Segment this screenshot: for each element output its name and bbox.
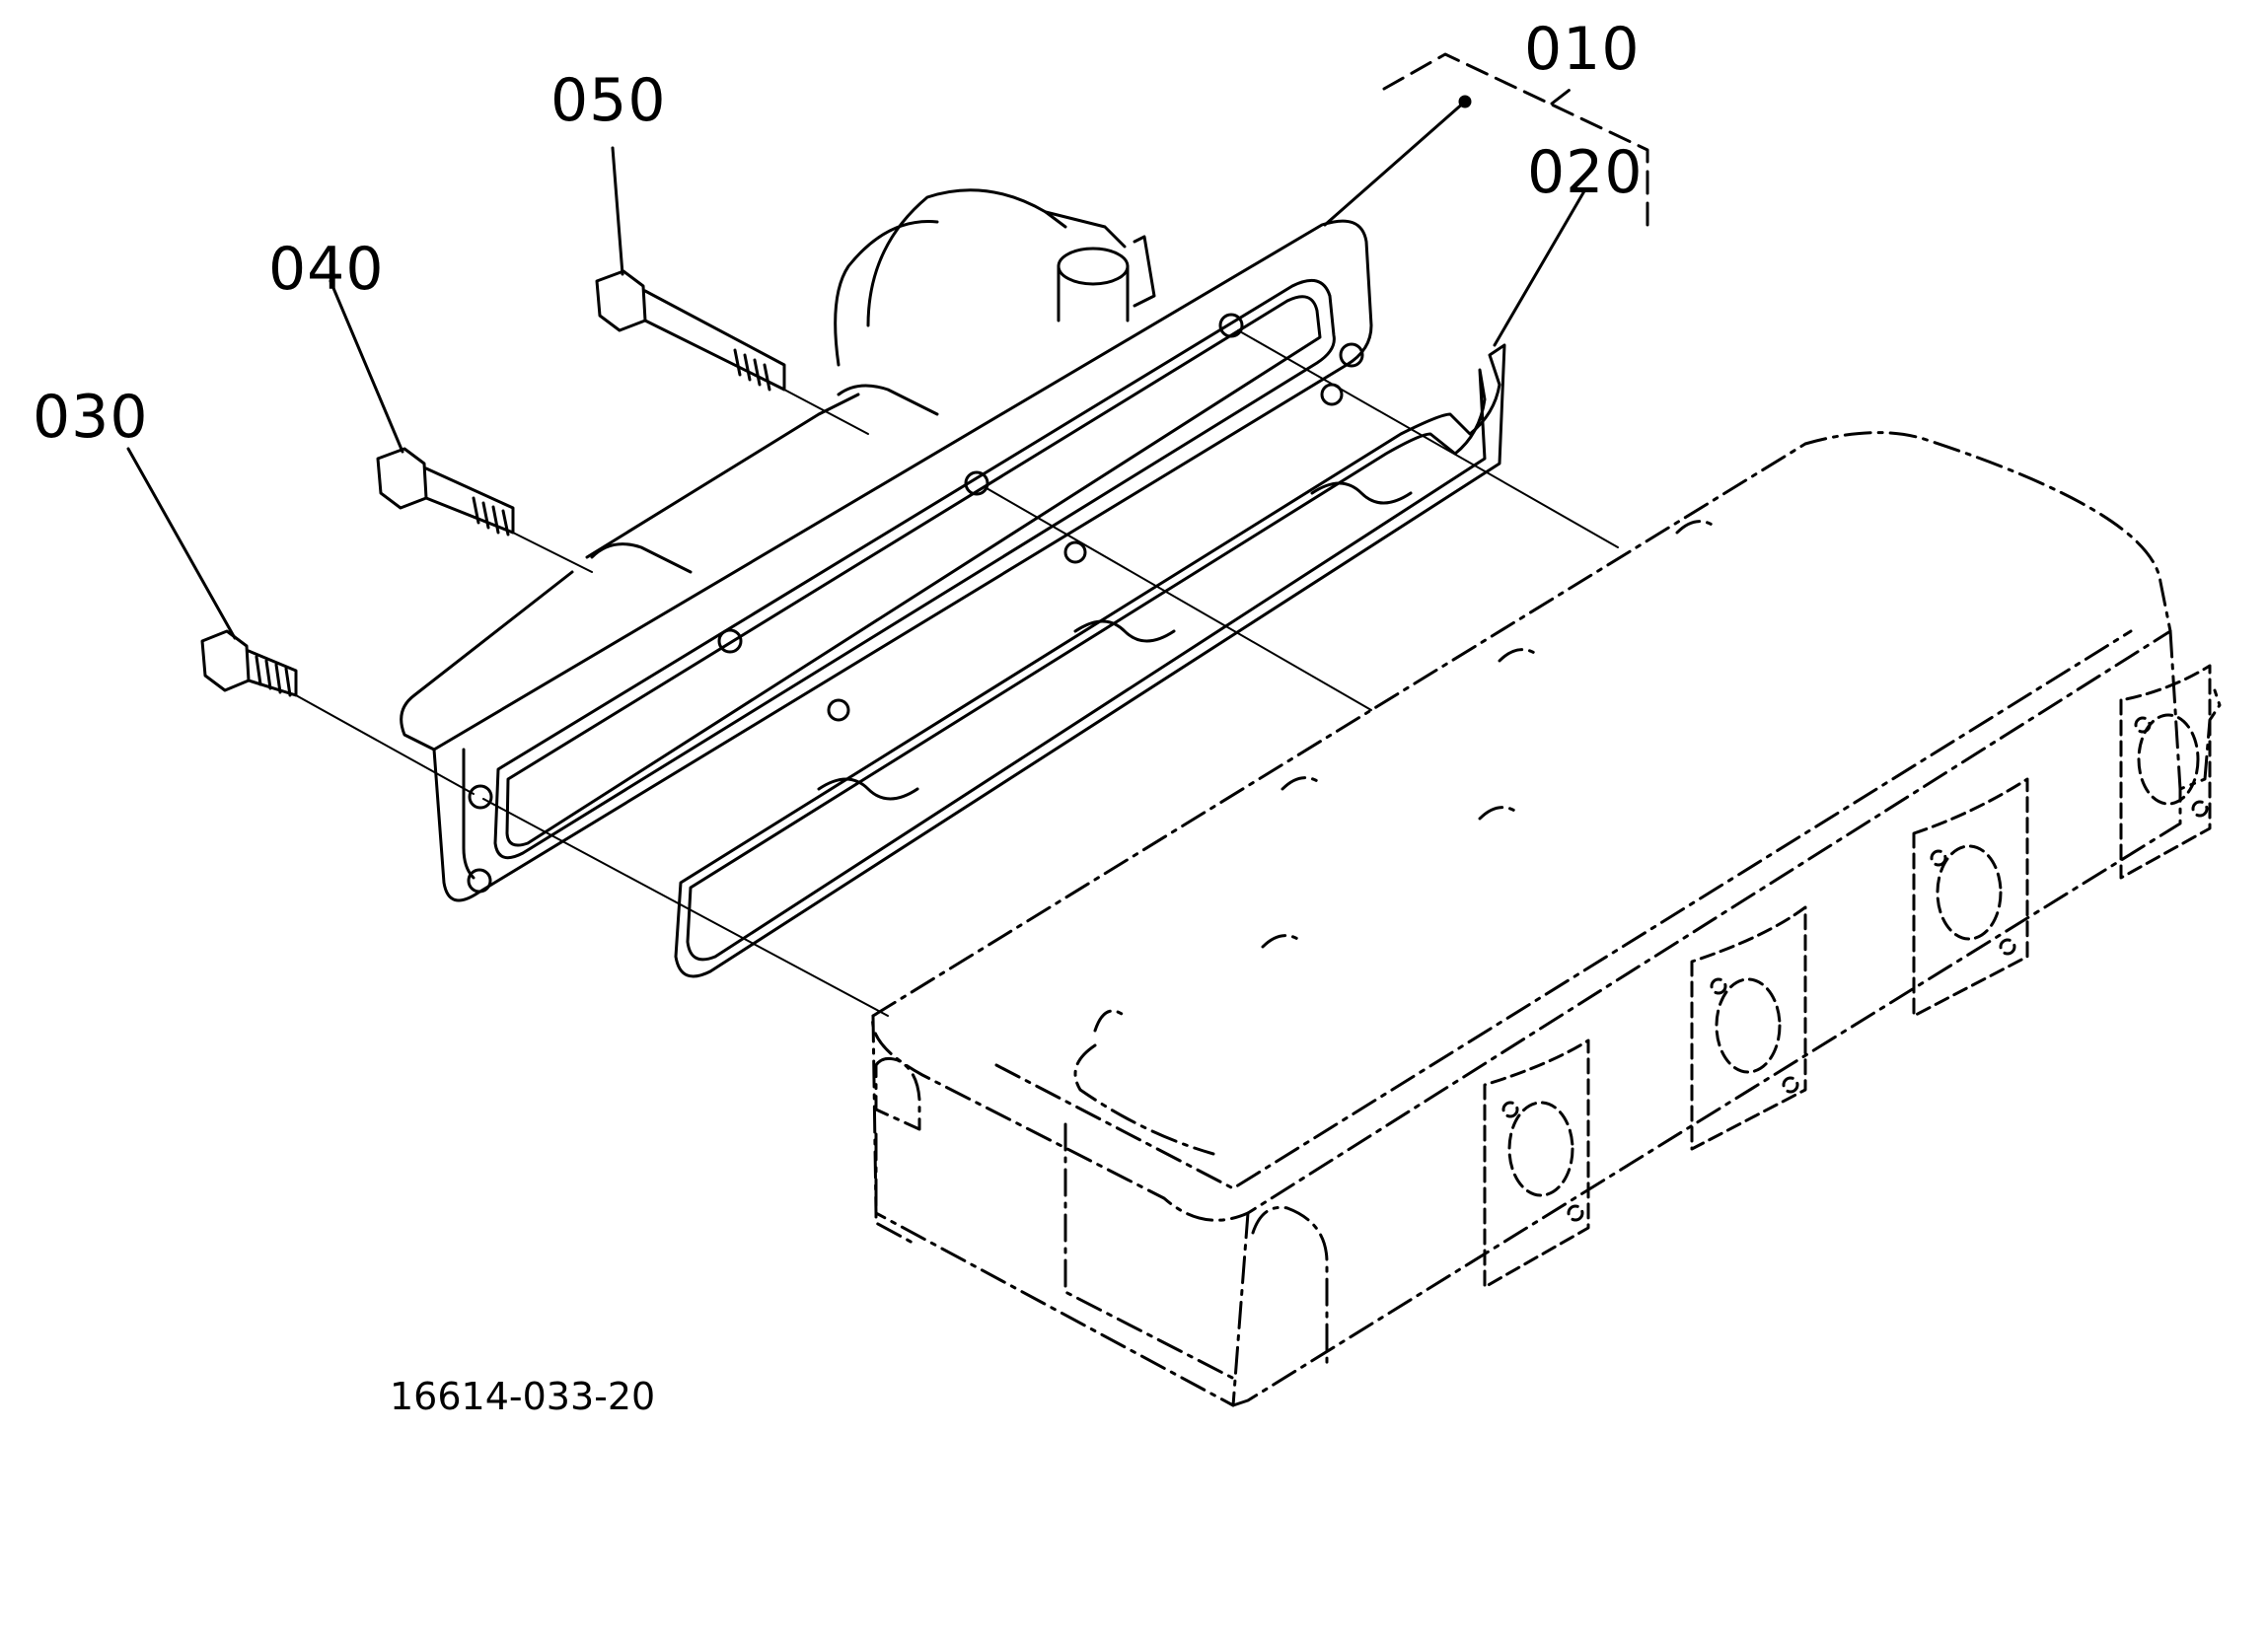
callout-010: 010 xyxy=(1524,15,1641,84)
leader-030 xyxy=(126,447,237,640)
callout-020: 020 xyxy=(1527,138,1644,207)
exhaust-port-flanges xyxy=(1483,664,2212,1289)
leader-010 xyxy=(1323,100,1467,227)
callout-030: 030 xyxy=(33,383,149,452)
manifold-gasket xyxy=(674,343,1506,978)
bolt-030 xyxy=(200,629,298,697)
leader-lines xyxy=(126,95,1587,640)
callout-040: 040 xyxy=(268,235,385,304)
leader-050 xyxy=(611,146,624,276)
leader-040 xyxy=(329,279,404,454)
drawing-number: 16614-033-20 xyxy=(390,1375,656,1418)
assembly-bracket-010 xyxy=(1382,52,1649,227)
leader-020 xyxy=(1493,187,1587,347)
callout-050: 050 xyxy=(550,66,667,135)
bolt-050 xyxy=(595,269,786,392)
assembly-centerlines xyxy=(295,329,1619,1017)
exhaust-manifold xyxy=(400,188,1373,902)
cylinder-head-phantom xyxy=(871,431,2222,1407)
bolt-040 xyxy=(376,447,515,537)
